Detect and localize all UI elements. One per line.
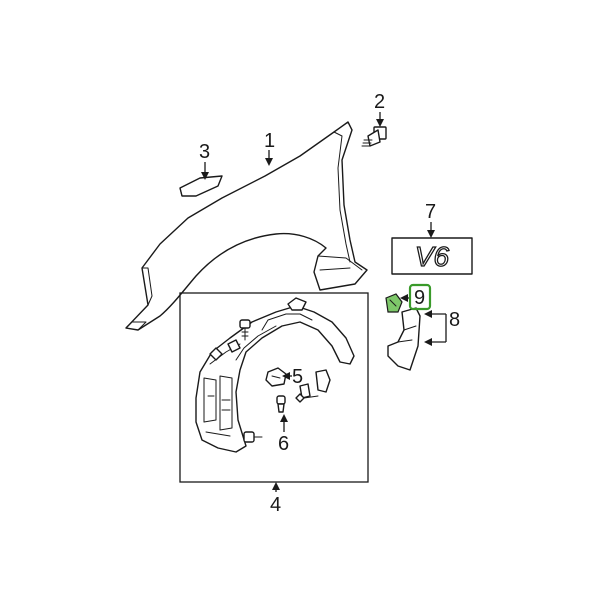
liner-group-box: [179, 292, 369, 483]
callout-9: 9: [414, 287, 425, 309]
fender-liner-part[interactable]: [195, 297, 355, 453]
callout-4: 4: [270, 494, 281, 516]
callout-9-highlight: [408, 283, 432, 311]
emblem-text: V6: [415, 241, 450, 272]
callout-5: 5: [292, 366, 303, 388]
callout-6: 6: [278, 433, 289, 455]
clip-part-5[interactable]: [265, 367, 287, 387]
insulator-part-3[interactable]: [179, 175, 223, 197]
leader-lines: [201, 112, 447, 492]
callout-3: 3: [199, 141, 210, 163]
liner-bolt-bottom[interactable]: [243, 431, 263, 443]
clip-part-9[interactable]: [385, 293, 403, 313]
mud-flap-part-8[interactable]: [387, 307, 421, 371]
screw-horizontal[interactable]: [295, 393, 319, 403]
screw-part-6[interactable]: [276, 395, 286, 413]
callout-7: 7: [425, 201, 436, 223]
callout-8: 8: [449, 309, 460, 331]
callout-2: 2: [374, 91, 385, 113]
bolt-part-2[interactable]: [361, 126, 387, 147]
emblem-part-7[interactable]: V6: [391, 237, 473, 275]
callout-1: 1: [264, 130, 275, 152]
fender-part[interactable]: [125, 121, 368, 331]
liner-bolt-top[interactable]: [239, 319, 251, 341]
